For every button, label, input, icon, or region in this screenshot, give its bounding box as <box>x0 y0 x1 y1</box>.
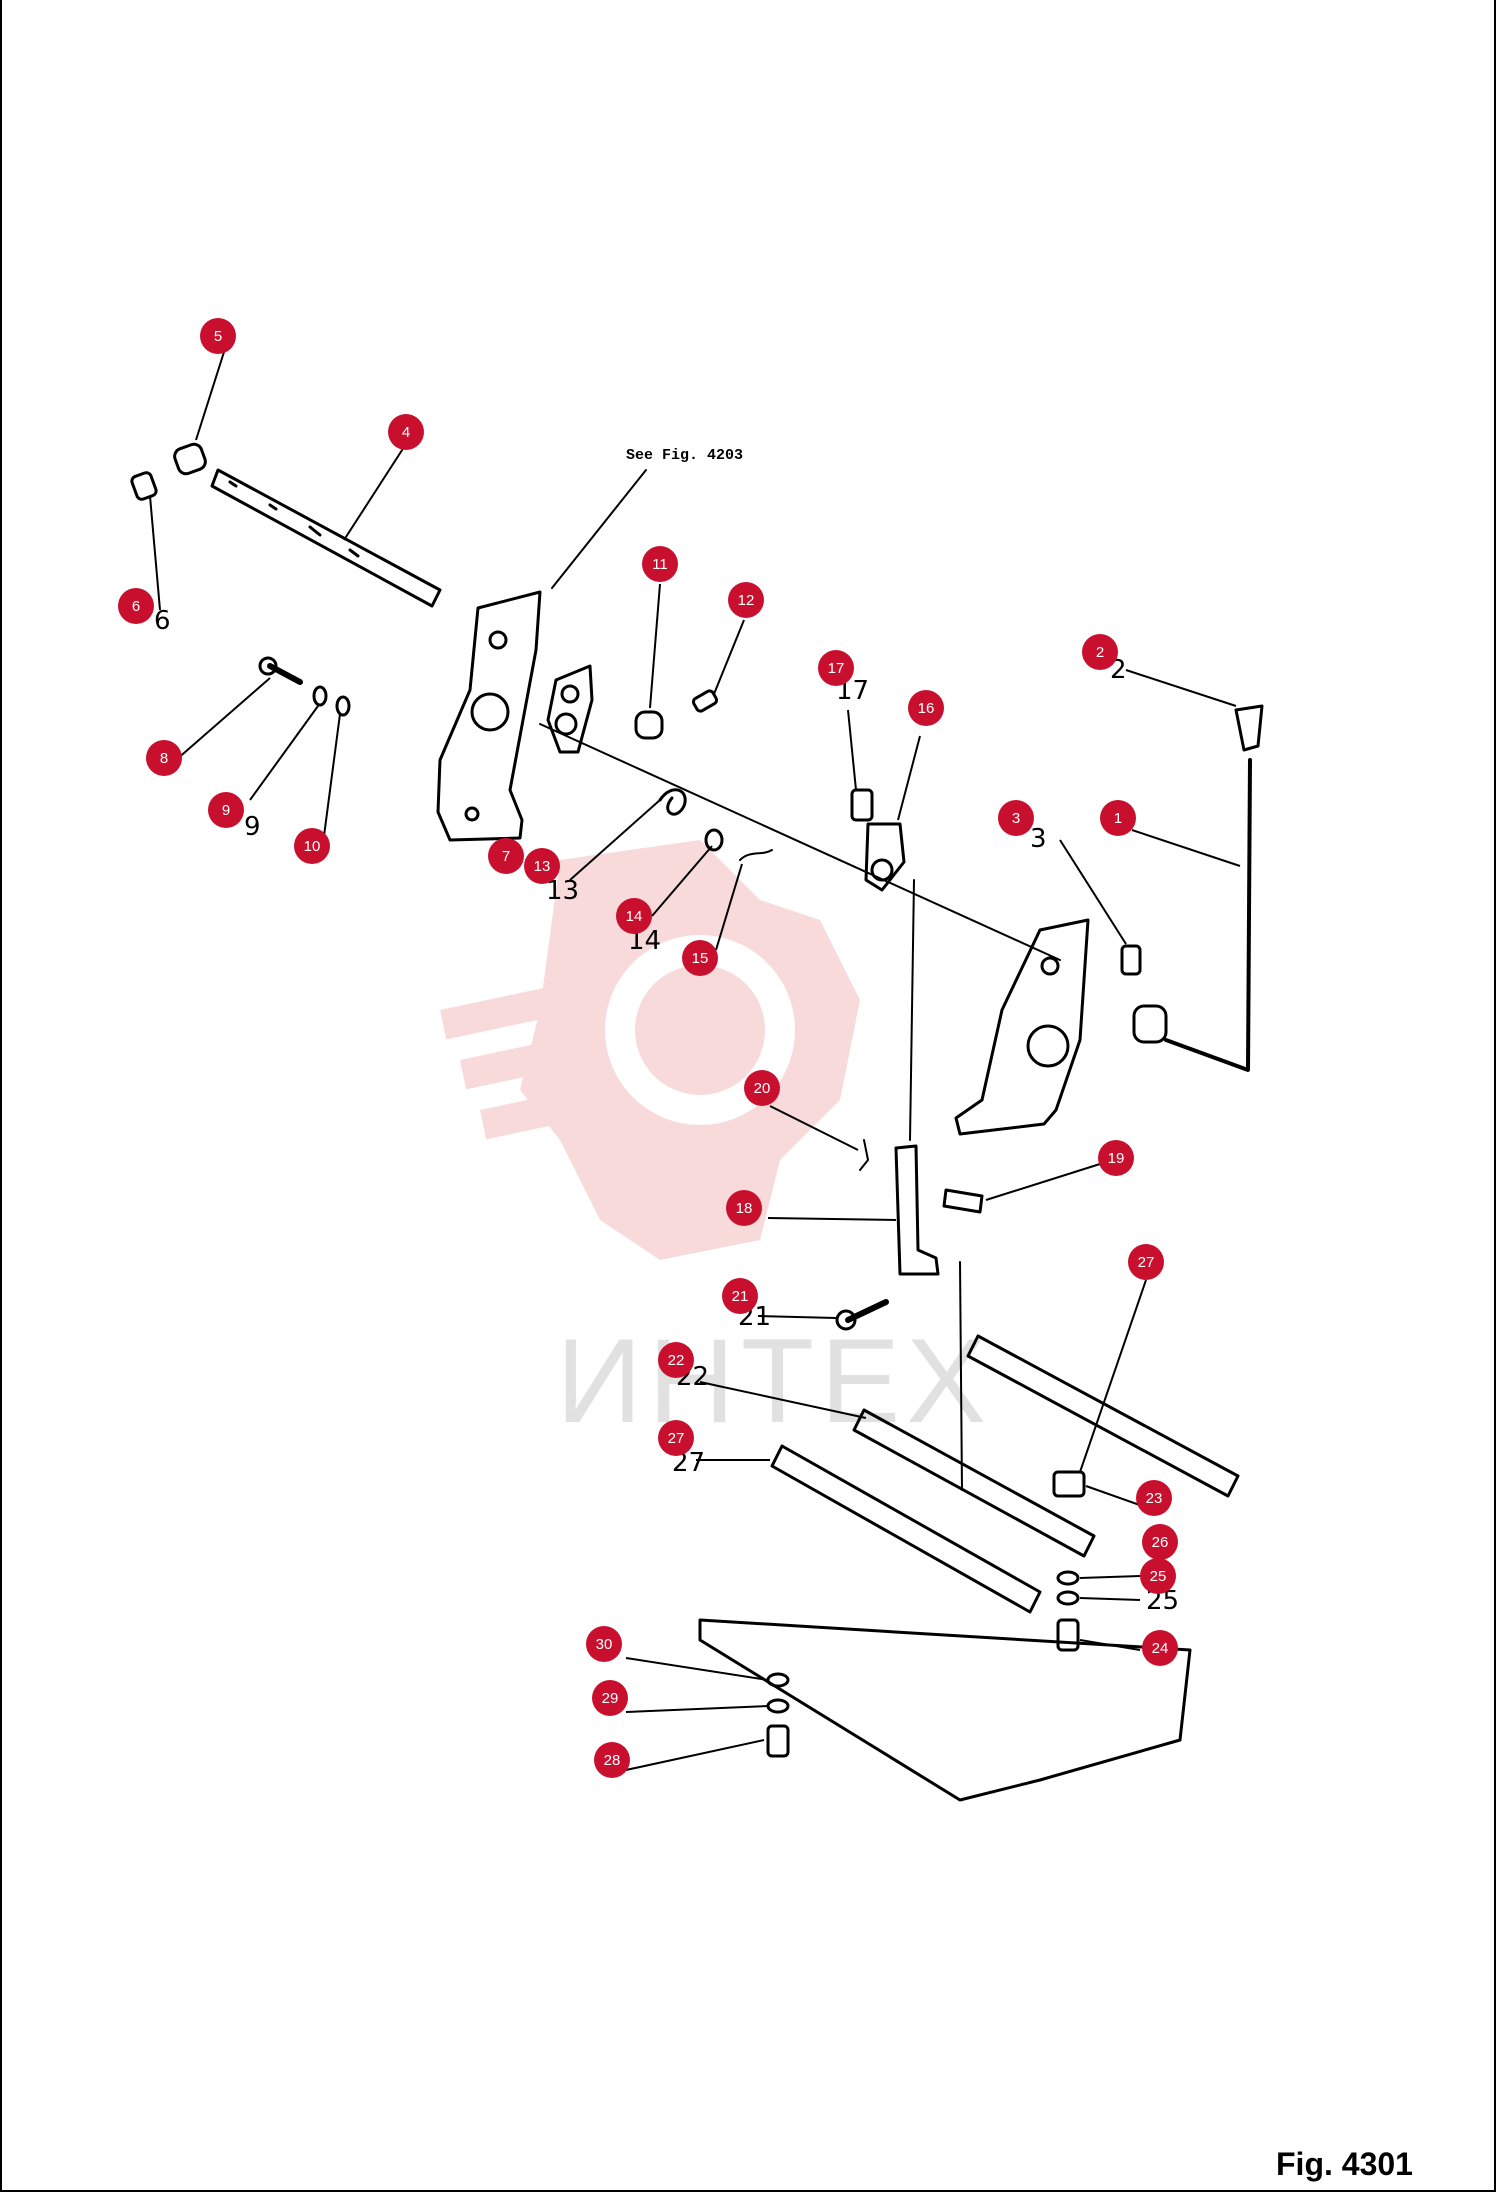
drawing-number-6: 6 <box>154 606 171 636</box>
callout-8[interactable]: 8 <box>146 740 182 776</box>
callout-27b[interactable]: 27 <box>658 1420 694 1456</box>
see-figure-reference: See Fig. 4203 <box>626 447 744 464</box>
callout-18[interactable]: 18 <box>726 1190 762 1226</box>
callout-7[interactable]: 7 <box>488 838 524 874</box>
lever-rod-part-1 <box>1164 758 1252 1072</box>
bolt-part-28 <box>766 1724 790 1758</box>
callout-17[interactable]: 17 <box>818 650 854 686</box>
callout-27a[interactable]: 27 <box>1128 1244 1164 1280</box>
pin-part-19 <box>942 1188 984 1214</box>
callout-30[interactable]: 30 <box>586 1626 622 1662</box>
drawing-number-3: 3 <box>1030 824 1047 854</box>
shaft-part-4 <box>210 468 442 608</box>
arm-part-16 <box>864 822 906 892</box>
knob-part-2 <box>1234 704 1264 752</box>
callout-2[interactable]: 2 <box>1082 634 1118 670</box>
callout-15[interactable]: 15 <box>682 940 718 976</box>
callout-23[interactable]: 23 <box>1136 1480 1172 1516</box>
spring-part-13 <box>658 788 687 816</box>
callout-16[interactable]: 16 <box>908 690 944 726</box>
lever-part-7 <box>546 664 594 754</box>
boss-part-1 <box>1132 1004 1168 1044</box>
drawing-number-9: 9 <box>244 812 261 842</box>
callout-22[interactable]: 22 <box>658 1342 694 1378</box>
callout-9[interactable]: 9 <box>208 792 244 828</box>
sleeve-part-5 <box>173 442 207 476</box>
callout-3[interactable]: 3 <box>998 800 1034 836</box>
right-bracket <box>954 918 1090 1136</box>
screw-part-17 <box>850 788 874 822</box>
figure-label: Fig. 4301 <box>1276 2146 1413 2182</box>
callout-21[interactable]: 21 <box>722 1278 758 1314</box>
callout-25a[interactable]: 25 <box>1140 1558 1176 1594</box>
callout-13[interactable]: 13 <box>524 848 560 884</box>
rail-part-22 <box>852 1408 1096 1558</box>
callout-28[interactable]: 28 <box>594 1742 630 1778</box>
callout-14[interactable]: 14 <box>616 898 652 934</box>
left-bracket <box>436 590 542 842</box>
bolt-part-24 <box>1056 1618 1080 1652</box>
watermark-text: ИНТЕХ <box>556 1314 993 1448</box>
callout-24[interactable]: 24 <box>1142 1630 1178 1666</box>
callout-5[interactable]: 5 <box>200 318 236 354</box>
callout-10[interactable]: 10 <box>294 828 330 864</box>
callout-6[interactable]: 6 <box>118 588 154 624</box>
pin-part-6 <box>130 471 158 501</box>
base-plate <box>698 1618 1192 1802</box>
collar-part-11 <box>634 710 664 740</box>
callout-26[interactable]: 26 <box>1142 1524 1178 1560</box>
callout-29[interactable]: 29 <box>592 1680 628 1716</box>
link-part-18 <box>894 1144 940 1276</box>
block-part-23 <box>1052 1470 1086 1498</box>
callout-1[interactable]: 1 <box>1100 800 1136 836</box>
bolt-part-3 <box>1120 944 1142 976</box>
callout-12[interactable]: 12 <box>728 582 764 618</box>
callout-11[interactable]: 11 <box>642 546 678 582</box>
callout-19[interactable]: 19 <box>1098 1140 1134 1176</box>
rail-part-27-right <box>966 1334 1240 1498</box>
callout-20[interactable]: 20 <box>744 1070 780 1106</box>
setscrew-part-12 <box>691 689 719 713</box>
rail-part-27-left <box>770 1444 1042 1614</box>
callout-4[interactable]: 4 <box>388 414 424 450</box>
